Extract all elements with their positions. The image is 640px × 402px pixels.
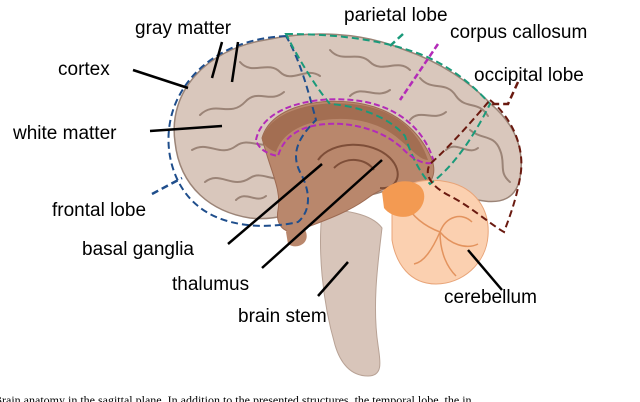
corpus-callosum-shape: [262, 103, 428, 160]
leader-gray-matter-1: [210, 41, 224, 79]
leader-occipital-lobe: [492, 81, 520, 106]
frontal-lobe-outline: [167, 34, 318, 227]
label-parietal-lobe: parietal lobe: [344, 5, 448, 26]
figure-caption: Brain anatomy in the sagittal plane. In …: [0, 393, 472, 402]
corpus-callosum-outline: [254, 98, 436, 165]
label-frontal-lobe: frontal lobe: [52, 200, 146, 221]
label-cerebellum: cerebellum: [444, 287, 537, 308]
label-basal-ganglia: basal ganglia: [82, 239, 194, 260]
leader-basal-ganglia: [227, 163, 323, 245]
label-thalumus: thalumus: [172, 274, 249, 295]
label-corpus-callosum: corpus callosum: [450, 22, 587, 43]
leader-white-matter: [149, 124, 223, 133]
label-cortex: cortex: [58, 59, 110, 80]
leader-brain-stem: [317, 261, 349, 297]
leader-gray-matter-2: [230, 41, 240, 83]
label-occipital-lobe: occipital lobe: [474, 65, 584, 86]
brain-stem-shape: [320, 210, 383, 377]
cerebellum-folia: [405, 203, 479, 277]
leader-lines: [132, 33, 520, 297]
label-brain-stem: brain stem: [238, 306, 327, 327]
cerebellum-core: [382, 181, 425, 217]
leader-thalumus: [261, 159, 383, 269]
leader-cerebellum: [467, 249, 503, 291]
occipital-lobe-outline: [426, 98, 523, 234]
leader-frontal-lobe: [151, 176, 183, 196]
label-gray-matter: gray matter: [135, 18, 232, 39]
leader-corpus-callosum: [398, 43, 440, 101]
label-white-matter: white matter: [12, 123, 117, 144]
leader-cortex: [132, 68, 189, 90]
leader-parietal-lobe: [389, 33, 404, 47]
parietal-lobe-outline: [284, 32, 492, 186]
